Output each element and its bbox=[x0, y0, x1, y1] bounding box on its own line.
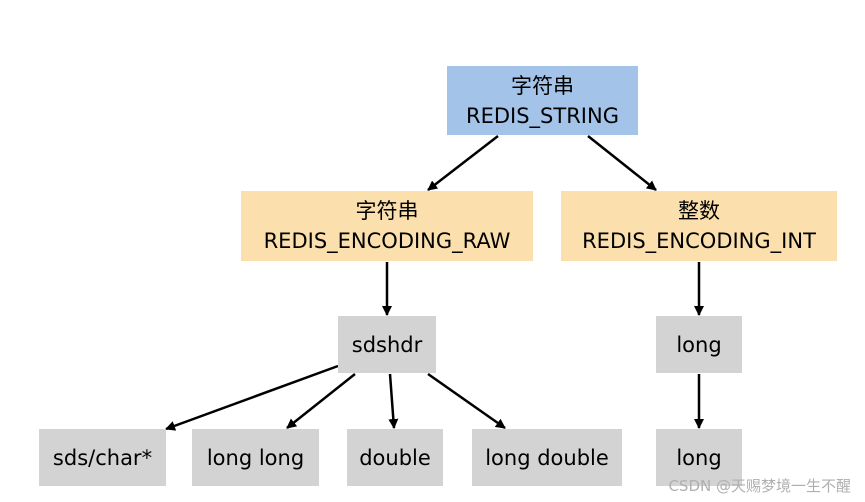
node-long-long: long long bbox=[192, 429, 319, 486]
node-sdshdr-label: sdshdr bbox=[351, 332, 423, 357]
node-sds-char: sds/char* bbox=[39, 429, 166, 486]
node-encoding-raw-type: 字符串 bbox=[355, 199, 419, 223]
node-encoding-int-name: REDIS_ENCODING_INT bbox=[582, 229, 816, 253]
node-double: double bbox=[347, 429, 443, 486]
node-sdshdr: sdshdr bbox=[338, 316, 436, 373]
edge-sdshdr-longlong bbox=[286, 373, 356, 429]
node-redis-string-name: REDIS_STRING bbox=[466, 103, 619, 128]
node-long-long-label: long long bbox=[206, 445, 305, 470]
edge-sdshdr-longdouble bbox=[427, 372, 506, 430]
node-long-double: long double bbox=[472, 429, 622, 486]
node-long-leaf: long bbox=[656, 429, 742, 486]
node-encoding-int: 整数 REDIS_ENCODING_INT bbox=[561, 191, 837, 261]
node-redis-string-type: 字符串 bbox=[511, 73, 574, 98]
node-sds-char-label: sds/char* bbox=[52, 445, 153, 470]
node-encoding-raw-name: REDIS_ENCODING_RAW bbox=[263, 229, 511, 253]
node-long-int: long bbox=[656, 316, 742, 373]
node-long-double-label: long double bbox=[485, 445, 609, 470]
edge-sdshdr-double bbox=[388, 373, 399, 429]
node-encoding-raw: 字符串 REDIS_ENCODING_RAW bbox=[241, 191, 533, 261]
node-long-leaf-label: long bbox=[676, 445, 722, 470]
watermark: CSDN @天赐梦境一生不醒 bbox=[668, 477, 851, 495]
node-double-label: double bbox=[359, 445, 431, 470]
node-redis-string: 字符串 REDIS_STRING bbox=[447, 66, 638, 135]
edge-sdshdr-sdschar bbox=[165, 364, 339, 431]
edge-root-raw bbox=[427, 135, 499, 191]
node-encoding-int-type: 整数 bbox=[678, 199, 720, 223]
edge-root-int bbox=[587, 135, 657, 191]
node-long-int-label: long bbox=[676, 332, 722, 357]
